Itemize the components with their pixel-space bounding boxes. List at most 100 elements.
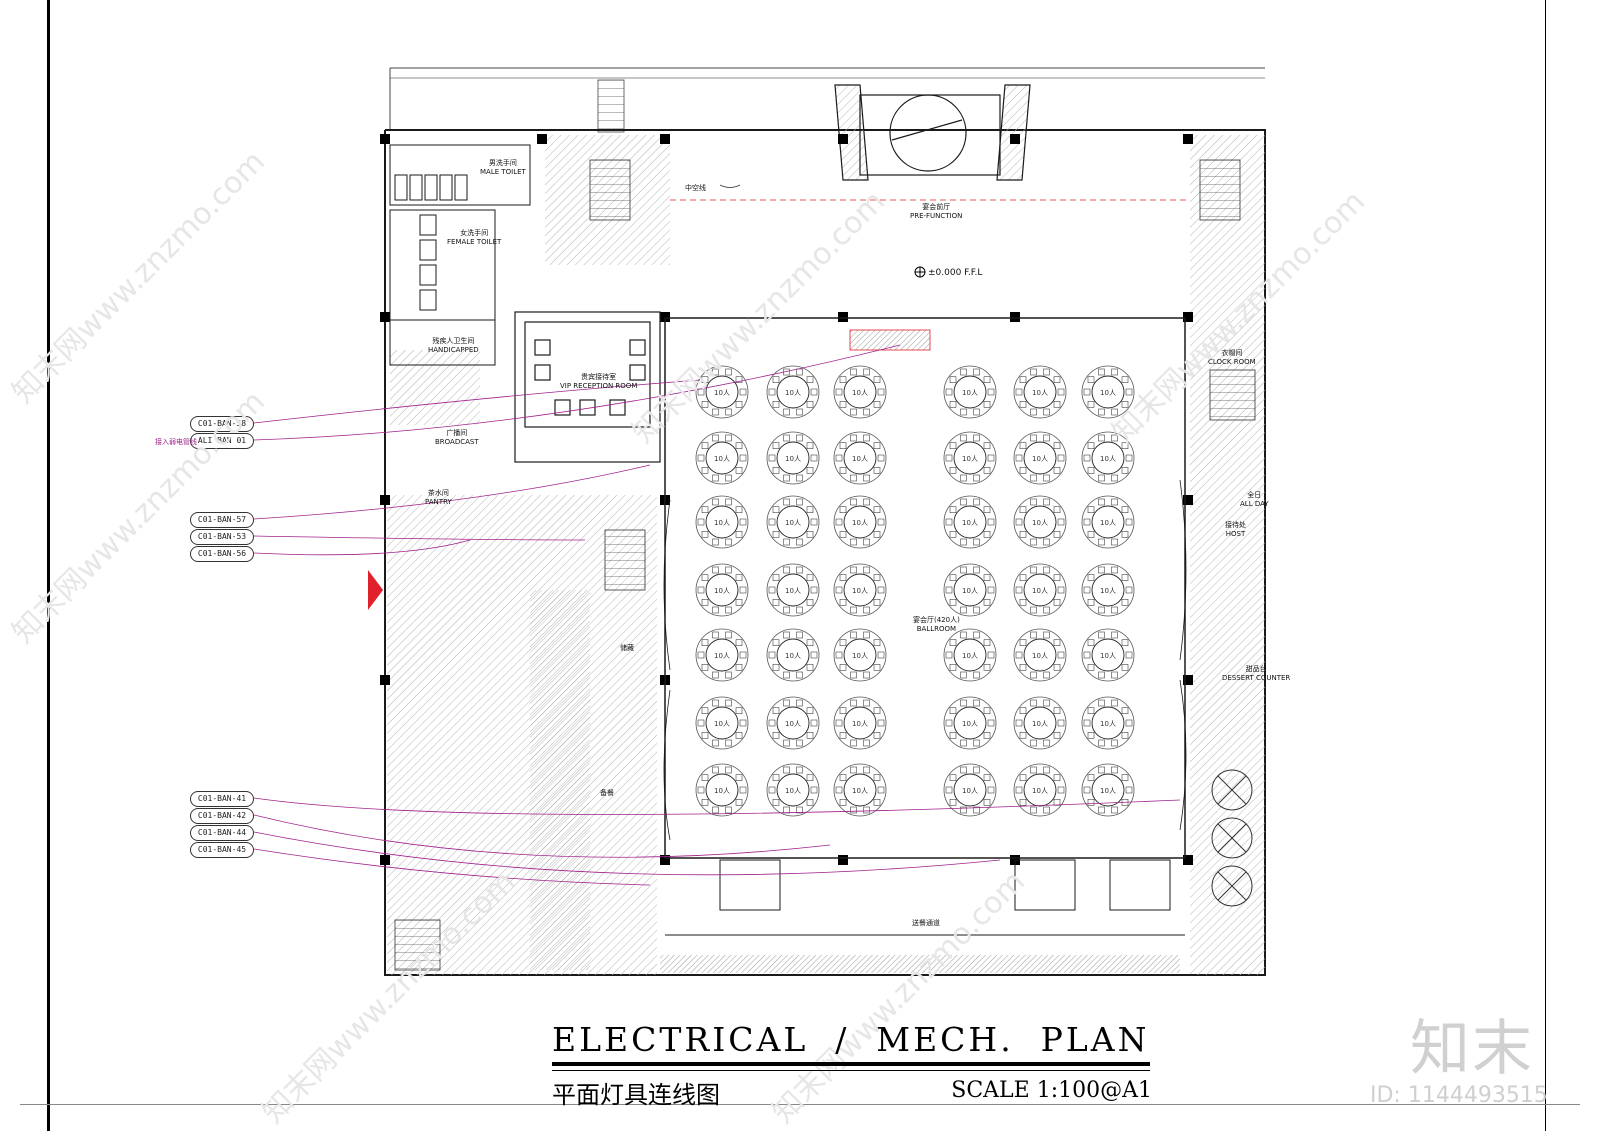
handicapped-toilet-label: 残疾人卫生间 HANDICAPPED [428, 337, 479, 354]
round-table: 10人 [1081, 563, 1135, 617]
table-label: 10人 [785, 389, 801, 397]
table-label: 10人 [962, 519, 978, 527]
drawing-frame-bottom [20, 1104, 1580, 1105]
toilet-block [389, 144, 531, 366]
table-label: 10人 [1032, 389, 1048, 397]
callout-bubble: C01-BAN-41 [190, 791, 254, 807]
callout-note: 接入弱电管线 [155, 438, 197, 446]
round-table: 10人 [833, 431, 887, 485]
wiring-leader [253, 814, 831, 858]
round-table: 10人 [943, 563, 997, 617]
watermark-logo: 知末 [1410, 1014, 1534, 1084]
callout-bubble: C01-BAN-58 [190, 416, 254, 432]
table-label: 10人 [1032, 455, 1048, 463]
round-table: 10人 [1013, 696, 1067, 750]
clock-room-label: 衣帽间 CLOCK ROOM [1208, 349, 1256, 366]
wiring-leader [253, 831, 1001, 876]
table-label: 10人 [962, 652, 978, 660]
round-table: 10人 [1013, 763, 1067, 817]
callout-bubble: C01-BAN-57 [190, 512, 254, 528]
callout-bubble: C01-BAN-44 [190, 825, 254, 841]
stairs [394, 159, 1256, 971]
round-table: 10人 [833, 365, 887, 419]
round-table: 10人 [833, 763, 887, 817]
callout-bubble: C01-BAN-42 [190, 808, 254, 824]
wiring-leader [253, 848, 651, 886]
table-label: 10人 [714, 652, 730, 660]
drawing-title: ELECTRICAL / MECH. PLAN [552, 1020, 1150, 1059]
table-label: 10人 [1100, 720, 1116, 728]
round-table: 10人 [1013, 628, 1067, 682]
title-block: ELECTRICAL / MECH. PLAN 平面灯具连线图 SCALE 1:… [552, 1020, 1152, 1110]
planters [1211, 769, 1253, 907]
round-table: 10人 [943, 696, 997, 750]
round-table: 10人 [943, 431, 997, 485]
round-table: 10人 [1081, 365, 1135, 419]
service-corridor-label: 送餐通道 [912, 919, 940, 927]
round-table: 10人 [1013, 563, 1067, 617]
vip-room [514, 311, 661, 463]
table-label: 10人 [1032, 519, 1048, 527]
table-label: 10人 [714, 389, 730, 397]
wiring-leader [253, 379, 701, 424]
table-label: 10人 [1032, 652, 1048, 660]
round-table: 10人 [833, 628, 887, 682]
table-label: 10人 [785, 455, 801, 463]
pantry-kitchen-label: 备餐 [600, 789, 614, 797]
table-label: 10人 [785, 652, 801, 660]
table-label: 10人 [852, 389, 868, 397]
table-label: 10人 [785, 519, 801, 527]
ballroom-tables: 10人 10人 10人 10人 10人 10人 10人 10人 10人 10人 10人 10人 10人 1… [695, 365, 1135, 817]
round-table: 10人 [695, 365, 749, 419]
callout-bubble: ALI BAN 01 [190, 433, 254, 449]
wiring-leader [253, 464, 651, 520]
pantry-label: 茶水间 PANTRY [425, 489, 452, 506]
table-label: 10人 [852, 720, 868, 728]
male-toilet-label: 男洗手间 MALE TOILET [480, 159, 526, 176]
table-label: 10人 [852, 787, 868, 795]
all-day-label: 全日 ALL DAY [1240, 491, 1269, 508]
table-label: 10人 [714, 787, 730, 795]
table-label: 10人 [1100, 587, 1116, 595]
table-label: 10人 [1032, 587, 1048, 595]
table-label: 10人 [714, 720, 730, 728]
table-label: 10人 [852, 587, 868, 595]
table-label: 10人 [785, 787, 801, 795]
drawing-subtitle: 平面灯具连线图 [552, 1081, 720, 1109]
round-table: 10人 [766, 763, 820, 817]
host-label: 接待处 HOST [1225, 521, 1246, 538]
wiring-leaders [253, 344, 1181, 886]
round-table: 10人 [1013, 495, 1067, 549]
callout-bubble: C01-BAN-53 [190, 529, 254, 545]
round-table: 10人 [1081, 628, 1135, 682]
broadcast-label: 广播间 BROADCAST [435, 429, 479, 446]
round-table: 10人 [695, 628, 749, 682]
center-line-label: 中空线 [685, 184, 706, 192]
round-table: 10人 [766, 563, 820, 617]
table-label: 10人 [785, 720, 801, 728]
round-table: 10人 [1081, 495, 1135, 549]
round-table: 10人 [766, 365, 820, 419]
round-table: 10人 [766, 495, 820, 549]
round-table: 10人 [695, 563, 749, 617]
table-label: 10人 [852, 652, 868, 660]
table-label: 10人 [852, 519, 868, 527]
entrance-vestibule [834, 84, 1031, 181]
round-table: 10人 [766, 431, 820, 485]
callout-bubble: C01-BAN-45 [190, 842, 254, 858]
table-label: 10人 [962, 587, 978, 595]
round-table: 10人 [766, 696, 820, 750]
female-toilet-label: 女洗手间 FEMALE TOILET [447, 229, 502, 246]
round-table: 10人 [695, 495, 749, 549]
round-table: 10人 [943, 365, 997, 419]
round-table: 10人 [943, 628, 997, 682]
round-table: 10人 [695, 696, 749, 750]
level-mark: ±0.000 F.F.L [928, 268, 983, 278]
title-rule-thick [552, 1062, 1150, 1066]
table-label: 10人 [852, 455, 868, 463]
table-label: 10人 [1032, 720, 1048, 728]
wiring-leader [253, 344, 901, 441]
storage-label: 储藏 [620, 644, 634, 652]
wiring-leader [253, 539, 471, 556]
round-table: 10人 [695, 763, 749, 817]
